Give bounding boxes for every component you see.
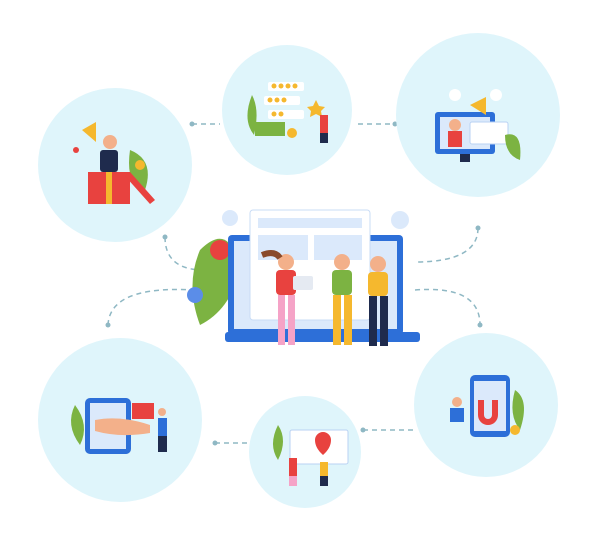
connector (414, 227, 479, 263)
connector (107, 288, 196, 326)
tablet-gift-icon (71, 398, 167, 454)
map-pin-icon (273, 425, 349, 486)
gift-megaphone-icon (73, 122, 155, 204)
star-rating-icon (247, 82, 328, 143)
laptop-team-icon (187, 209, 420, 346)
monitor-megaphone-icon (435, 89, 521, 162)
phone-magnet-icon (450, 375, 524, 437)
connector (164, 236, 201, 271)
connector (414, 288, 481, 326)
